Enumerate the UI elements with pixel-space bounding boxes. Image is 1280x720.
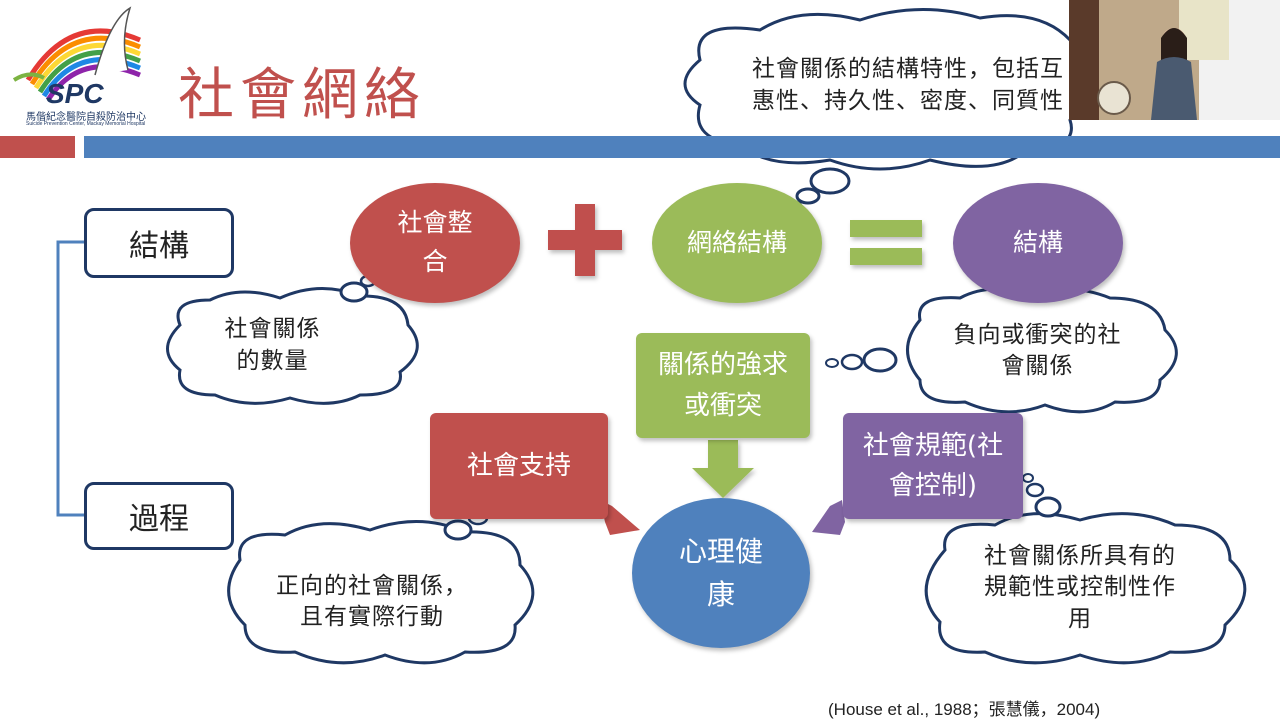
- box-social-norms: 社會規範(社會控制): [843, 413, 1023, 519]
- side-bracket: [56, 240, 84, 517]
- logo-org-name-en: Suicide Prevention Center, Mackay Memori…: [26, 121, 146, 127]
- logo-org-name: 馬偕紀念醫院自殺防治中心: [26, 112, 146, 123]
- cloud-top: [683, 8, 1084, 212]
- social-integration-label: 社會整合: [397, 208, 473, 276]
- logo-abbr: SPC: [46, 78, 104, 109]
- circle-mental-health: 心理健康: [632, 498, 810, 648]
- arrow-from-norms: [812, 500, 845, 535]
- circle-result-structure: 結構: [953, 183, 1123, 303]
- box-relationship-strength: 關係的強求或衝突: [636, 333, 810, 438]
- label-structure: 結構: [84, 208, 234, 278]
- cloud-positive-text: 正向的社會關係，且有實際行動: [276, 572, 468, 630]
- cloud-negative-text: 負向或衝突的社會關係: [953, 321, 1122, 379]
- arrow-from-support: [600, 500, 640, 535]
- cloud-count-text: 社會關係的數量: [224, 316, 321, 374]
- speaker-video-image: [1069, 0, 1280, 120]
- label-process: 過程: [84, 482, 234, 550]
- social-support-label: 社會支持: [466, 450, 571, 481]
- box-social-support: 社會支持: [430, 413, 608, 519]
- social-norms-label: 社會規範(社會控制): [862, 430, 1004, 501]
- cloud-top-text: 社會關係的結構特性，包括互惠性、持久性、密度、同質性: [752, 56, 1064, 114]
- network-structure-label: 網絡結構: [686, 227, 787, 257]
- logo-rainbow: [12, 6, 141, 102]
- plus-sign: [548, 204, 622, 276]
- down-arrow: [692, 440, 754, 498]
- result-structure-label: 結構: [1012, 227, 1063, 257]
- header-bar-blue: [84, 136, 1280, 158]
- cloud-normative-text: 社會關係所具有的規範性或控制性作用: [984, 543, 1176, 632]
- relationship-strength-label: 關係的強求或衝突: [657, 350, 788, 421]
- logo: SPC 馬偕紀念醫院自殺防治中心 Suicide Prevention Cent…: [14, 78, 164, 128]
- header-bar-red: [0, 136, 75, 158]
- citation: (House et al., 1988；張慧儀，2004): [828, 700, 1101, 719]
- slide-title: 社會網絡: [178, 63, 426, 128]
- cloud-normative: [924, 473, 1247, 665]
- cloud-positive: [227, 505, 535, 665]
- speaker-video-thumbnail: [1069, 0, 1280, 120]
- circle-network-structure: 網絡結構: [652, 183, 822, 303]
- equals-sign: [850, 220, 922, 265]
- circle-social-integration: 社會整合: [350, 183, 520, 303]
- mental-health-label: 心理健康: [678, 534, 763, 611]
